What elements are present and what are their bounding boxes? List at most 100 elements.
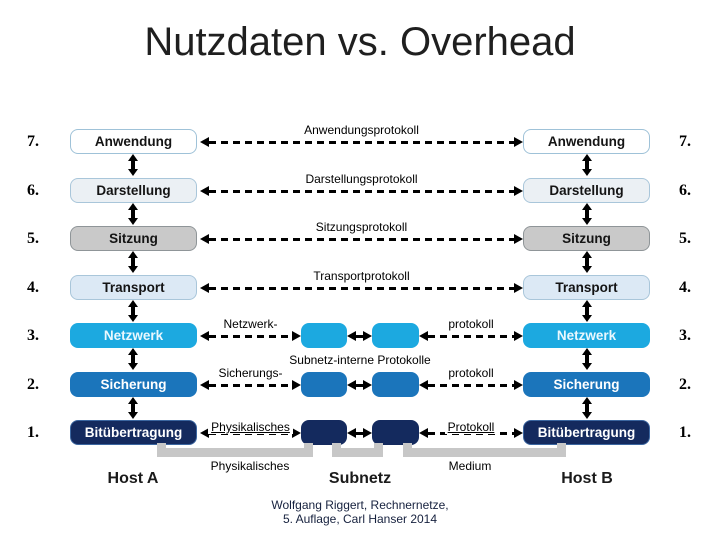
interlayer-arrow-icon <box>580 397 594 419</box>
arrowhead-right-icon <box>514 331 523 341</box>
layer-number-left: 5. <box>27 230 39 247</box>
dashed-line <box>428 383 514 387</box>
subnet-node <box>372 372 419 397</box>
layer-box-bituebertragung-a: Bitübertragung <box>70 420 197 445</box>
layer-number-right: 1. <box>679 424 691 441</box>
page-title: Nutzdaten vs. Overhead <box>144 20 576 64</box>
attribution: Wolfgang Riggert, Rechnernetze, 5. Aufla… <box>160 498 560 526</box>
protocol-label: Transportprotokoll <box>313 269 410 283</box>
protocol-arrow-right <box>419 331 523 341</box>
layer-number-left: 2. <box>27 376 39 393</box>
layer-box-darstellung-b: Darstellung <box>523 178 650 203</box>
layer-number-right: 6. <box>679 182 691 199</box>
arrowhead-left-icon <box>200 234 209 244</box>
layer-number-right: 3. <box>679 327 691 344</box>
protocol-arrow <box>200 234 523 244</box>
protocol-label-left: Netzwerk- <box>223 317 278 331</box>
layer-number-right: 4. <box>679 279 691 296</box>
medium-bracket <box>557 443 566 457</box>
interlayer-arrow-icon <box>126 300 140 322</box>
solid-line <box>356 383 363 387</box>
layer-box-netzwerk-b: Netzwerk <box>523 323 650 348</box>
layer-number-right: 2. <box>679 376 691 393</box>
arrowhead-left-icon <box>200 380 209 390</box>
layer-number-right: 7. <box>679 133 691 150</box>
layer-row-1: 1. Bitübertragung Physikalisches Protoko… <box>0 420 720 445</box>
arrowhead-right-icon <box>514 428 523 438</box>
interlayer-arrow-icon <box>126 203 140 225</box>
protocol-label-text: Physikalisches <box>208 420 293 434</box>
protocol-arrow <box>200 186 523 196</box>
arrowhead-left-icon <box>200 137 209 147</box>
interlayer-arrow-icon <box>126 154 140 176</box>
layer-row-7: 7. Anwendung Anwendungsprotokoll Anwendu… <box>0 124 720 154</box>
arrowhead-right-icon <box>514 283 523 293</box>
interlayer-arrow-icon <box>126 348 140 370</box>
subnet-node <box>372 420 419 445</box>
layer-box-netzwerk-a: Netzwerk <box>70 323 197 348</box>
layer-box-transport-b: Transport <box>523 275 650 300</box>
protocol-label-right: Protokoll <box>419 420 523 435</box>
layer-box-sicherung-a: Sicherung <box>70 372 197 397</box>
subnet-label: Subnetz <box>328 470 392 487</box>
arrowhead-right-icon <box>292 428 301 438</box>
medium-label: Medium <box>448 459 492 473</box>
arrowhead-right-icon <box>514 186 523 196</box>
protocol-label: Anwendungsprotokoll <box>304 123 419 137</box>
arrowhead-right-icon <box>514 380 523 390</box>
layer-number-left: 7. <box>27 133 39 150</box>
arrowhead-left-icon <box>419 380 428 390</box>
layer-box-transport-a: Transport <box>70 275 197 300</box>
physical-bracket <box>304 443 313 457</box>
subnet-node <box>301 323 347 348</box>
attribution-line2: 5. Auflage, Carl Hanser 2014 <box>282 512 438 526</box>
protocol-label-left: Sicherungs- <box>218 366 283 380</box>
interlayer-arrow-icon <box>580 348 594 370</box>
arrowhead-left-icon <box>419 331 428 341</box>
dashed-line <box>209 334 292 338</box>
layer-number-left: 4. <box>27 279 39 296</box>
arrowhead-right-icon <box>292 380 301 390</box>
subnet-internal-protocols-label: Subnetz-interne Protokolle <box>289 353 431 367</box>
arrowhead-left-icon <box>347 428 356 438</box>
arrowhead-right-icon <box>363 428 372 438</box>
protocol-label-right: protokoll <box>448 317 494 331</box>
arrowhead-right-icon <box>514 234 523 244</box>
layer-box-sitzung-a: Sitzung <box>70 226 197 251</box>
subnet-node <box>301 372 347 397</box>
layer-box-bituebertragung-b: Bitübertragung <box>523 420 650 445</box>
interlayer-arrow-icon <box>580 203 594 225</box>
host-b-label: Host B <box>561 470 613 487</box>
arrowhead-right-icon <box>292 331 301 341</box>
layer-row-5: 5. Sitzung Sitzungsprotokoll Sitzung 5. <box>0 221 720 251</box>
interlayer-arrow-icon <box>126 397 140 419</box>
subnet-link-arrow <box>347 428 372 438</box>
arrowhead-left-icon <box>200 331 209 341</box>
arrowhead-right-icon <box>363 380 372 390</box>
solid-line <box>356 334 363 338</box>
layer-number-left: 6. <box>27 182 39 199</box>
dashed-line <box>209 237 514 241</box>
layer-row-4: 4. Transport Transportprotokoll Transpor… <box>0 270 720 300</box>
protocol-arrow-left <box>200 380 301 390</box>
dashed-line <box>209 189 514 193</box>
subnet-bracket <box>332 448 383 457</box>
subnet-link-arrow <box>347 331 372 341</box>
interlayer-arrow-icon <box>126 251 140 273</box>
subnet-node <box>301 420 347 445</box>
arrowhead-left-icon <box>347 380 356 390</box>
arrowhead-right-icon <box>514 137 523 147</box>
protocol-arrow <box>200 283 523 293</box>
subnet-bracket <box>374 443 383 457</box>
subnet-node <box>372 323 419 348</box>
layer-box-darstellung-a: Darstellung <box>70 178 197 203</box>
subnet-link-arrow <box>347 380 372 390</box>
layer-number-left: 3. <box>27 327 39 344</box>
host-a-label: Host A <box>107 470 159 487</box>
solid-line <box>356 431 363 435</box>
dashed-line <box>209 286 514 290</box>
medium-bracket <box>403 448 566 457</box>
dashed-line <box>428 334 514 338</box>
protocol-label: Darstellungsprotokoll <box>305 172 418 186</box>
